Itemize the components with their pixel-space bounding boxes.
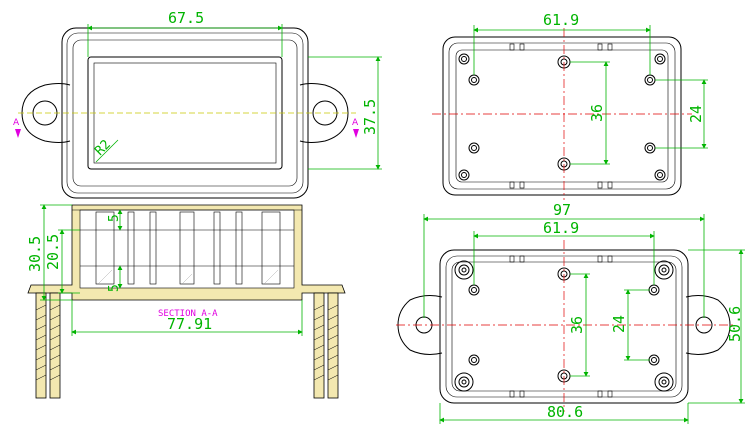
dim-section-wall-bottom: 5 [107,284,122,292]
dim-section-77-91: 77.91 [167,315,212,333]
top-right-view: 61.9 36 24 [432,11,708,200]
bottom-right-view: 97 61.9 36 24 50.6 80.6 [396,201,745,424]
section-marker-right: A [352,118,359,128]
dim-width-67-5: 67.5 [168,9,204,27]
dim-top-right-36: 36 [588,104,606,122]
dim-top-right-61-9: 61.9 [543,11,579,29]
section-title: SECTION A-A [158,309,218,319]
section-marker-left: A [13,118,20,128]
section-view: 30.5 20.5 5 5 SECTION A-A 77.91 [26,204,346,399]
dim-bottom-right-97: 97 [553,201,571,219]
dim-bottom-right-50-6: 50.6 [726,306,744,342]
top-left-view: A A 67.5 37.5 R2 [13,9,382,199]
dim-bottom-right-24: 24 [610,315,628,333]
dim-bottom-right-61-9: 61.9 [543,219,579,237]
dim-section-wall-top: 5 [107,214,122,222]
dim-section-20-5: 20.5 [44,234,62,270]
dim-bottom-right-80-6: 80.6 [547,403,583,421]
section-arrow-right [353,129,359,138]
dim-top-right-24: 24 [687,105,705,123]
dim-section-30-5: 30.5 [26,236,44,272]
dim-height-37-5: 37.5 [361,99,379,135]
section-arrow-left [15,129,21,138]
dim-bottom-right-36: 36 [568,316,586,334]
radius-note-r2: R2 [92,137,114,159]
